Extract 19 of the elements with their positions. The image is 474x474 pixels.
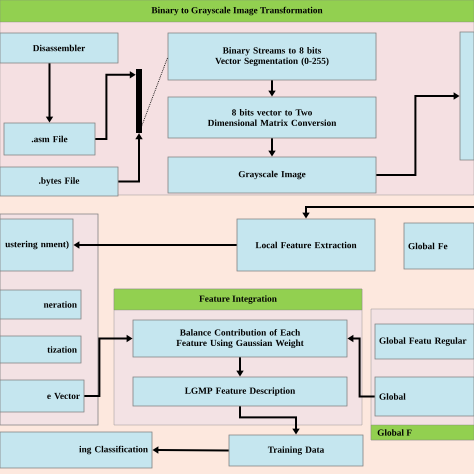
process-box: .asm File — [4, 122, 96, 156]
process-box: ustering nment) — [0, 218, 74, 272]
process-box: LGMP Feature Description — [132, 376, 348, 406]
process-box: tization — [0, 336, 82, 364]
process-box: e Vector — [0, 380, 84, 412]
process-box: ing Classification — [0, 432, 152, 468]
process-box: 8 bits vector to Two Dimensional Matrix Conversion — [168, 96, 376, 138]
process-box: Binary Streams to 8 bits Vector Segmentation (0-255) — [168, 32, 376, 80]
process-box: Global — [374, 376, 474, 416]
process-box: Global Featu Regular — [374, 324, 474, 360]
process-box: Disassembler — [0, 32, 118, 64]
process-box: neration — [0, 290, 82, 320]
process-box: .bytes File — [0, 166, 118, 196]
process-box: Grayscale Image — [168, 156, 376, 194]
process-box: Global Fe — [404, 222, 474, 270]
process-box: Local Feature Extraction — [236, 218, 376, 272]
process-box: Training Data — [228, 434, 364, 466]
process-box: Balance Contribution of Each Feature Using Gaussian Weight — [132, 320, 348, 358]
process-box — [460, 32, 474, 160]
